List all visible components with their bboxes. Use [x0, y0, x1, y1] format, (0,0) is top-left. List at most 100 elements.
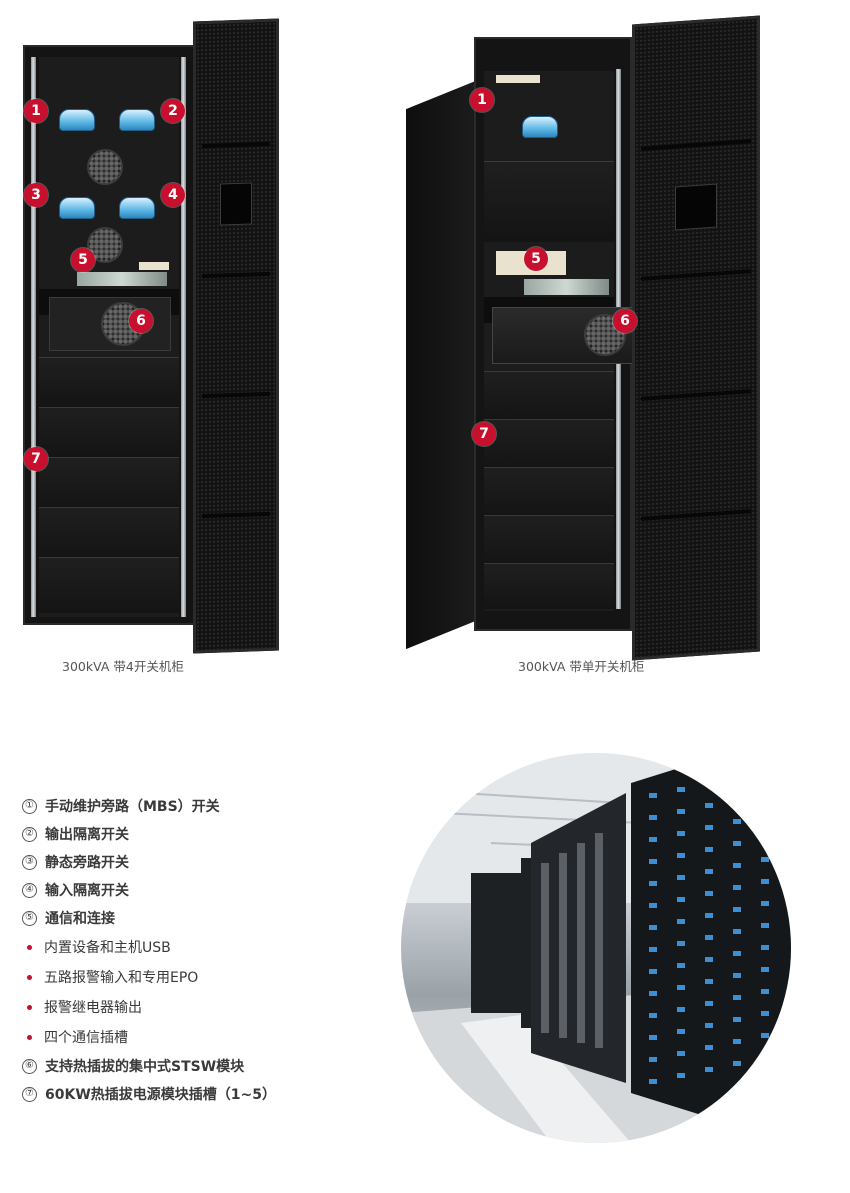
feature-sub-item: 报警继电器输出 [22, 992, 352, 1022]
feature-number: ① [22, 798, 37, 814]
rack-led [705, 957, 713, 962]
rack-led [677, 787, 685, 792]
feature-number: ⑦ [22, 1086, 37, 1102]
feature-item: ④ 输入隔离开关 [22, 876, 352, 904]
rack-led [705, 869, 713, 874]
feature-number: ⑤ [22, 910, 37, 926]
rack-led [761, 1011, 769, 1016]
badge-left-1: 1 [24, 99, 48, 123]
bullet-icon [27, 1004, 32, 1010]
rack-led [733, 1017, 741, 1022]
feature-number: ③ [22, 854, 37, 870]
rack-led [649, 881, 657, 886]
rack-led [649, 925, 657, 930]
rack-led [705, 847, 713, 852]
rack-led [761, 1055, 769, 1060]
feature-text: 内置设备和主机USB [44, 940, 171, 956]
feature-text: 报警继电器输出 [44, 1000, 142, 1016]
rack-led [705, 803, 713, 808]
feature-text: 输出隔离开关 [45, 827, 129, 843]
bullet-icon [27, 974, 32, 980]
rack-led [649, 1057, 657, 1062]
data-center-photo [401, 753, 791, 1143]
feature-item: ② 输出隔离开关 [22, 820, 352, 848]
rack-led [649, 837, 657, 842]
rack-led [649, 903, 657, 908]
left-cabinet-image: 1 2 3 4 5 6 7 [15, 15, 280, 655]
left-cabinet-door [193, 18, 279, 654]
rack-led [677, 941, 685, 946]
rack-led [677, 919, 685, 924]
badge-left-4: 4 [161, 183, 185, 207]
feature-item: ① 手动维护旁路（MBS）开关 [22, 792, 352, 820]
rack-led [733, 951, 741, 956]
rack-led [705, 891, 713, 896]
rack-led [705, 913, 713, 918]
rack-led [761, 1033, 769, 1038]
badge-left-6: 6 [129, 309, 153, 333]
rack-led [677, 963, 685, 968]
badge-left-7: 7 [24, 447, 48, 471]
feature-text: 支持热插拔的集中式STSW模块 [45, 1059, 245, 1075]
rack-led [677, 1073, 685, 1078]
rack-led [733, 929, 741, 934]
feature-list: ① 手动维护旁路（MBS）开关 ② 输出隔离开关 ③ 静态旁路开关 ④ 输入隔离开关 ⑤ 通信和连… [22, 792, 352, 1108]
rack-led [677, 985, 685, 990]
feature-item: ③ 静态旁路开关 [22, 848, 352, 876]
rack-led [677, 809, 685, 814]
feature-text: 静态旁路开关 [45, 855, 129, 871]
rack-led [677, 1007, 685, 1012]
rack-led [705, 1023, 713, 1028]
rack-led [677, 853, 685, 858]
feature-item: ⑤ 通信和连接 [22, 904, 352, 932]
badge-right-6: 6 [613, 309, 637, 333]
rack-led [677, 897, 685, 902]
rack-led [761, 989, 769, 994]
data-center-illustration [401, 753, 791, 1143]
feature-text: 五路报警输入和专用EPO [44, 970, 199, 986]
left-cabinet-body [23, 45, 195, 625]
badge-right-5: 5 [524, 247, 548, 271]
rack-led [705, 935, 713, 940]
rack-led [649, 793, 657, 798]
rack-led [649, 991, 657, 996]
feature-number: ④ [22, 882, 37, 898]
rack-led [761, 769, 769, 774]
rack-led [649, 1013, 657, 1018]
feature-text: 通信和连接 [45, 911, 115, 927]
rack-led [705, 979, 713, 984]
rack-led [733, 863, 741, 868]
feature-sub-item: 四个通信插槽 [22, 1022, 352, 1052]
rack-led [733, 1061, 741, 1066]
rack-led [705, 1067, 713, 1072]
feature-number: ② [22, 826, 37, 842]
rack-led [677, 831, 685, 836]
rack-led [733, 775, 741, 780]
rack-led [761, 791, 769, 796]
badge-right-1: 1 [470, 88, 494, 112]
rack-led [761, 901, 769, 906]
rack-led [649, 1079, 657, 1084]
rack-led [733, 797, 741, 802]
feature-text: 输入隔离开关 [45, 883, 129, 899]
rack-led [705, 825, 713, 830]
feature-text: 手动维护旁路（MBS）开关 [45, 799, 220, 815]
rack-led [761, 967, 769, 972]
feature-text: 60KW热插拔电源模块插槽（1~5） [45, 1087, 276, 1103]
badge-left-3: 3 [24, 183, 48, 207]
right-cabinet-door [632, 15, 760, 661]
badge-left-5: 5 [71, 248, 95, 272]
rack-led [677, 1051, 685, 1056]
feature-item: ⑦ 60KW热插拔电源模块插槽（1~5） [22, 1080, 352, 1108]
bullet-icon [27, 1034, 32, 1040]
rack-led [649, 859, 657, 864]
right-cabinet-side [406, 80, 478, 650]
right-cabinet-image: 1 5 6 7 [404, 15, 764, 661]
badge-right-7: 7 [472, 422, 496, 446]
rack-led [733, 1039, 741, 1044]
rack-led [733, 885, 741, 890]
rack-led [649, 947, 657, 952]
rack-led [649, 969, 657, 974]
rack-led [733, 907, 741, 912]
